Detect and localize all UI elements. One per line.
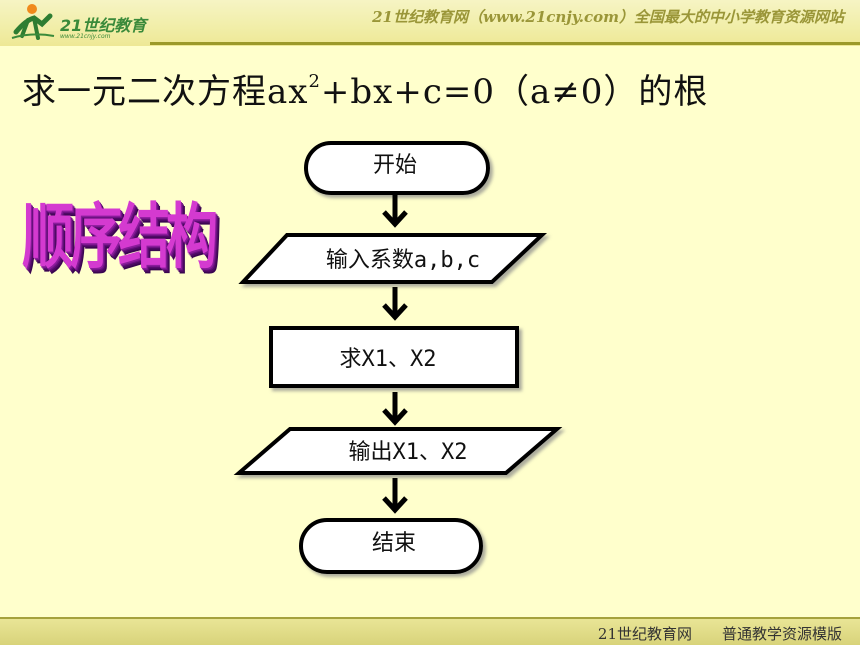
- flow-arrow: [382, 392, 408, 426]
- footer-text: 21世纪教育网 普通教学资源模版: [597, 625, 842, 643]
- site-logo[interactable]: 21世纪教育 www.21cnjy.com: [8, 2, 148, 42]
- title-text-1: 求一元二次方程ax: [22, 72, 309, 112]
- site-slogan: 21世纪教育网（www.21cnjy.com）全国最大的中小学教育资源网站: [372, 8, 844, 26]
- output-label: 输出X1、X2: [349, 440, 468, 465]
- title-superscript: 2: [308, 70, 321, 92]
- bottom-banner: 21世纪教育网 普通教学资源模版: [0, 617, 860, 645]
- flow-arrow: [382, 478, 408, 514]
- logo-text: 21世纪教育: [60, 16, 147, 35]
- logo-url: www.21cnjy.com: [60, 33, 111, 40]
- flow-node-end: 结束: [299, 518, 483, 574]
- flow-arrow: [382, 287, 408, 321]
- top-banner: 21世纪教育 www.21cnjy.com 21世纪教育网（www.21cnjy…: [0, 0, 860, 46]
- flow-node-start: 开始: [304, 141, 490, 195]
- flow-node-process: 求X1、X2: [269, 326, 519, 388]
- flow-node-output: 输出X1、X2: [233, 427, 563, 475]
- structure-label: 顺序结构: [22, 197, 218, 279]
- process-label: 求X1、X2: [340, 347, 437, 372]
- runner-icon: [11, 4, 55, 40]
- end-label: 结束: [372, 531, 416, 556]
- start-label: 开始: [373, 153, 417, 178]
- header-divider: [150, 42, 860, 45]
- input-label: 输入系数a,b,c: [326, 248, 480, 273]
- slide-title: 求一元二次方程ax2+bx+c=0（a≠0）的根: [22, 64, 708, 113]
- flow-arrow: [382, 195, 408, 228]
- flow-node-input: 输入系数a,b,c: [238, 233, 548, 284]
- title-text-2: +bx+c=0（a≠0）的根: [320, 72, 709, 112]
